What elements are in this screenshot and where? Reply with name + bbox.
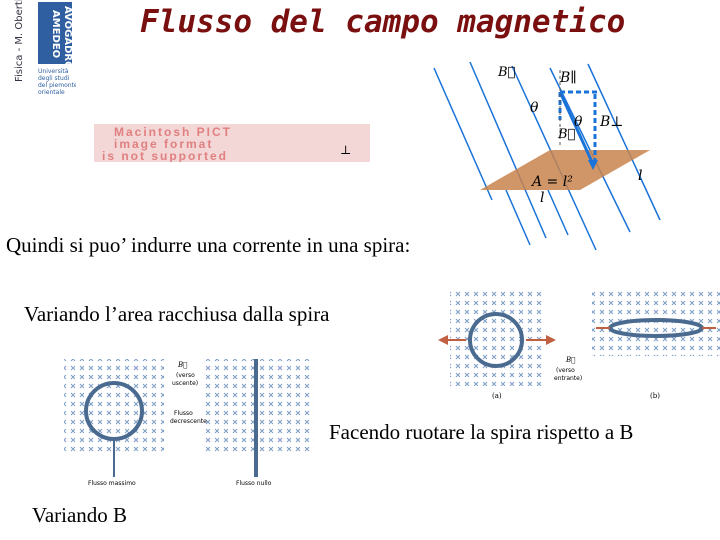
page-title: Flusso del campo magnetico bbox=[140, 4, 626, 40]
university-logo: AMEDEO AVOGADRO Università degli studi d… bbox=[38, 2, 76, 96]
b-diagram-label-b: B⃗ bbox=[177, 361, 187, 369]
flux-label-l-right: l bbox=[638, 168, 642, 184]
flux-label-b-parallel: B∥ bbox=[559, 70, 577, 86]
unsupported-image-placeholder: Macintosh PICT image format is not suppo… bbox=[94, 124, 370, 162]
b-diagram-label-flusso: Flusso bbox=[174, 410, 193, 417]
flux-label-theta-mid: θ bbox=[574, 114, 583, 130]
area-label-b: B⃗ bbox=[565, 356, 575, 364]
area-label-entrante: entrante) bbox=[554, 375, 582, 382]
flux-label-b-perp: B⊥ bbox=[599, 114, 623, 130]
flux-label-area: A = l² bbox=[530, 174, 573, 190]
svg-text:AMEDEO: AMEDEO bbox=[50, 10, 61, 58]
pict-line-3: is not supported bbox=[102, 149, 228, 162]
svg-text:del piemonte: del piemonte bbox=[38, 82, 76, 89]
varying-area-diagram: B⃗ (verso entrante) (a) (b) bbox=[438, 290, 720, 400]
pict-line-2: image format bbox=[114, 137, 213, 151]
body-line-induced-current: Quindi si puo’ indurre una corrente in u… bbox=[6, 233, 411, 257]
pict-symbol: ⊥ bbox=[340, 143, 351, 157]
b-diagram-label-massimo: Flusso massimo bbox=[88, 480, 136, 487]
flux-label-l-bottom: l bbox=[540, 190, 544, 206]
flux-label-theta-top: θ bbox=[530, 100, 539, 116]
area-label-verso: (verso bbox=[556, 367, 575, 374]
body-line-varying-b: Variando B bbox=[32, 503, 128, 527]
varying-b-diagram: B⃗ (verso uscente) Flusso decrescente Fl… bbox=[64, 359, 314, 487]
svg-text:Università: Università bbox=[38, 68, 69, 75]
flux-label-b-mid: B⃗ bbox=[557, 127, 576, 142]
magnetic-flux-diagram: B⃗ B∥ θ θ B⃗ B⊥ A = l² l l bbox=[433, 61, 661, 251]
b-diagram-label-verso: (verso bbox=[176, 372, 195, 379]
b-diagram-label-uscente: uscente) bbox=[172, 380, 198, 387]
b-diagram-label-nullo: Flusso nullo bbox=[236, 480, 272, 487]
b-diagram-label-decrescente: decrescente bbox=[170, 418, 207, 425]
svg-text:orientale: orientale bbox=[38, 89, 65, 96]
area-label-a: (a) bbox=[492, 392, 502, 400]
area-label-b-panel: (b) bbox=[650, 392, 660, 400]
body-line-varying-area: Variando l’area racchiusa dalla spira bbox=[24, 302, 330, 326]
body-line-rotating-loop: Facendo ruotare la spira rispetto a B bbox=[329, 420, 634, 444]
svg-text:degli studi: degli studi bbox=[38, 75, 70, 82]
pict-line-1: Macintosh PICT bbox=[114, 125, 232, 139]
flux-label-b: B⃗ bbox=[497, 65, 516, 80]
svg-text:AVOGADRO: AVOGADRO bbox=[62, 6, 73, 70]
